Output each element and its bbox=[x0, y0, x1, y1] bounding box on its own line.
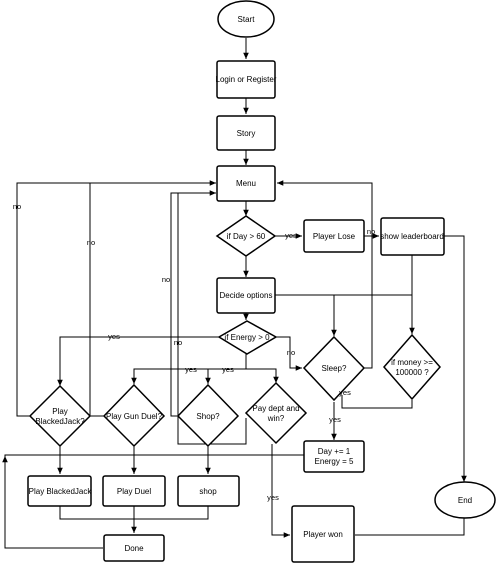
edge-energy-yes-pay bbox=[246, 368, 279, 383]
decide-options-label: Decide options bbox=[220, 291, 273, 300]
play-blackjack-label: Play BlackedJack bbox=[29, 487, 93, 496]
pay-dept-label-1: Pay dept and bbox=[252, 404, 299, 413]
start-terminal bbox=[217, 0, 275, 38]
edge-money-yes bbox=[341, 395, 413, 409]
edge-label-sleep-yes: yes bbox=[329, 415, 341, 424]
day-energy-box bbox=[303, 440, 365, 473]
if-money-label-1: if money >= bbox=[391, 358, 433, 367]
edge-day-left bbox=[4, 454, 304, 471]
edge-label-bj-no: no bbox=[13, 202, 21, 211]
if-energy-diamond bbox=[217, 320, 278, 355]
if-money-label-2: 100000 ? bbox=[395, 368, 429, 377]
edge-decide-sleep bbox=[275, 294, 337, 336]
edge-pay-no-menu bbox=[177, 193, 247, 445]
leaderboard-label: show leaderboard bbox=[380, 232, 444, 241]
edge-energy-yes-bj bbox=[57, 336, 219, 386]
play-gun-duel-label: Play Gun Duel? bbox=[106, 412, 163, 421]
edge-label-energy-yes-shop: yes bbox=[222, 365, 234, 374]
edge-label-gun-no: no bbox=[87, 238, 95, 247]
edge-decide-money bbox=[334, 294, 415, 334]
if-day-label: if Day > 60 bbox=[227, 232, 266, 241]
edge-energy-no-sleep bbox=[276, 336, 302, 371]
play-blackjack-q-label-2: BlackedJack? bbox=[35, 417, 85, 426]
edge-shop-no-menu bbox=[170, 190, 216, 417]
leaderboard-box bbox=[380, 217, 445, 256]
shop-q-label: Shop? bbox=[196, 412, 220, 421]
connectors bbox=[2, 38, 467, 549]
day-label-2: Energy = 5 bbox=[315, 457, 354, 466]
day-label-1: Day += 1 bbox=[318, 447, 351, 456]
if-energy-label: if Energy > 0 bbox=[224, 333, 270, 342]
edge-gun-no-menu bbox=[89, 183, 104, 417]
edge-sleep-no-menu bbox=[277, 180, 373, 369]
play-duel-box bbox=[102, 475, 166, 507]
edge-label-pay-no: no bbox=[174, 338, 182, 347]
shop-diamond bbox=[176, 383, 240, 448]
edge-label-pay-yes: yes bbox=[267, 493, 279, 502]
sleep-diamond bbox=[302, 335, 366, 402]
edge-label-shop-no: no bbox=[162, 275, 170, 284]
start-label: Start bbox=[238, 15, 256, 24]
pay-dept-diamond bbox=[244, 381, 308, 445]
edge-label-energy-no: no bbox=[287, 348, 295, 357]
edge-label-leader-no: no bbox=[367, 227, 375, 236]
edge-won-end bbox=[355, 518, 465, 536]
play-duel-label: Play Duel bbox=[117, 487, 151, 496]
edge-label-day-yes: yes bbox=[285, 231, 297, 240]
sleep-label: Sleep? bbox=[322, 364, 347, 373]
play-gun-duel-diamond bbox=[102, 383, 166, 448]
player-lose-label: Player Lose bbox=[313, 232, 356, 241]
edge-label-energy-yes-gun: yes bbox=[185, 365, 197, 374]
shop-box bbox=[177, 475, 240, 507]
edge-leaderboard-end bbox=[444, 235, 467, 482]
story-box bbox=[216, 115, 276, 151]
menu-box bbox=[216, 165, 276, 202]
edge-energy-yes-gun bbox=[131, 354, 247, 384]
edge-bj-no-menu bbox=[16, 180, 216, 417]
play-blackjack-q-label-1: Play bbox=[52, 407, 68, 416]
done-box bbox=[103, 534, 165, 562]
edge-label-money-yes: yes bbox=[339, 388, 351, 397]
done-label: Done bbox=[124, 544, 144, 553]
edge-done-menu bbox=[2, 456, 103, 549]
login-box bbox=[216, 60, 276, 99]
edge-label-energy-yes-left: yes bbox=[108, 332, 120, 341]
play-blackjack-diamond bbox=[28, 384, 92, 448]
player-won-label: Player won bbox=[303, 530, 343, 539]
login-label: Login or Register bbox=[216, 75, 277, 84]
player-won-box bbox=[291, 505, 355, 563]
end-label: End bbox=[458, 496, 472, 505]
end-terminal bbox=[434, 481, 496, 519]
pay-dept-label-2: win? bbox=[267, 414, 285, 423]
if-day-diamond bbox=[215, 215, 277, 257]
player-lose-box bbox=[303, 219, 365, 253]
if-money-diamond bbox=[383, 333, 441, 401]
story-label: Story bbox=[237, 129, 256, 138]
play-blackjack-box bbox=[27, 475, 92, 507]
shop-label: shop bbox=[199, 487, 217, 496]
menu-label: Menu bbox=[236, 179, 256, 188]
edge-pay-yes-won bbox=[271, 444, 290, 538]
decide-options-box bbox=[216, 277, 276, 314]
